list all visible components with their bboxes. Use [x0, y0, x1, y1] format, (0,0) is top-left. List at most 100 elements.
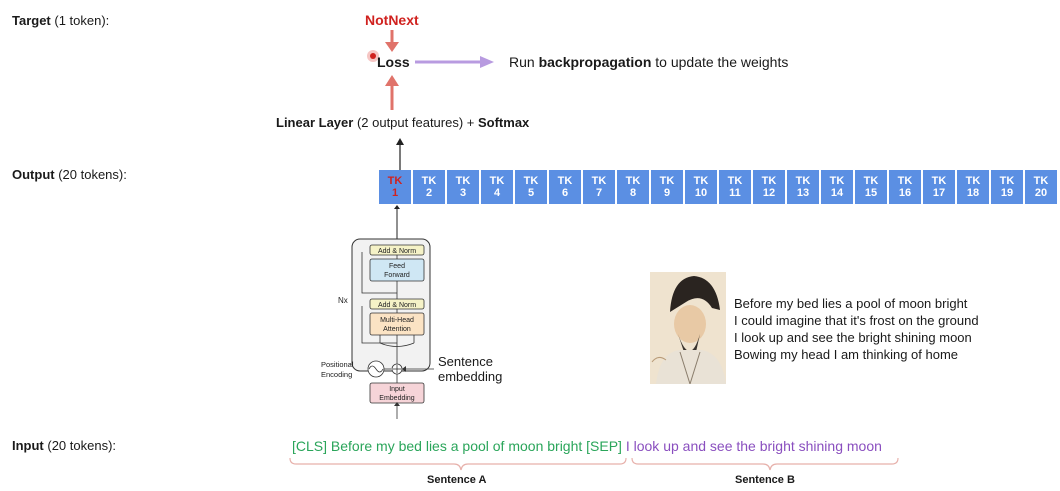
pos-label-1: Positional [321, 360, 354, 369]
output-token-prefix: TK [795, 175, 811, 187]
sentence-a-label: Sentence A [427, 474, 487, 486]
output-token-prefix: TK [387, 175, 403, 187]
poem-line: I look up and see the bright shining moo… [734, 330, 972, 345]
output-token-number: 13 [796, 187, 810, 199]
poem-line: Bowing my head I am thinking of home [734, 347, 959, 362]
input-sentence: [CLS] Before my bed lies a pool of moon … [292, 438, 882, 454]
loss-label: Loss [377, 54, 410, 70]
linear-to-loss-arrowhead [385, 75, 399, 86]
backprop-text: Run backpropagation to update the weight… [509, 54, 789, 70]
output-token-prefix: TK [761, 175, 777, 187]
output-token-prefix: TK [999, 175, 1015, 187]
ff-label-2: Forward [384, 272, 410, 279]
poem-block: Before my bed lies a pool of moon bright… [734, 295, 979, 363]
output-token-number: 20 [1034, 187, 1048, 199]
output-token-prefix: TK [897, 175, 913, 187]
output-token-prefix: TK [965, 175, 981, 187]
target-row-label: Target (1 token): [12, 13, 110, 28]
output-token-prefix: TK [489, 175, 505, 187]
residual-attn [361, 306, 397, 344]
poem-line: Before my bed lies a pool of moon bright [734, 296, 968, 311]
output-token-prefix: TK [693, 175, 709, 187]
output-token-prefix: TK [523, 175, 539, 187]
output-token-prefix: TK [659, 175, 675, 187]
residual-ff [361, 252, 397, 294]
output-token-prefix: TK [829, 175, 845, 187]
output-token-number: 2 [425, 187, 433, 199]
output-token-number: 3 [459, 187, 467, 199]
pos-label-2: Encoding [321, 370, 352, 379]
output-token-number: 16 [898, 187, 912, 199]
output-token-prefix: TK [625, 175, 641, 187]
output-token-number: 18 [966, 187, 980, 199]
output-token-number: 10 [694, 187, 708, 199]
output-token-prefix: TK [863, 175, 879, 187]
output-token-number: 15 [864, 187, 878, 199]
output-token-prefix: TK [455, 175, 471, 187]
sentence-braces [289, 457, 899, 471]
output-to-linear-arrow [396, 138, 404, 170]
loss-to-backprop-arrowhead [480, 56, 494, 68]
loss-arrows [367, 30, 494, 110]
output-token-prefix: TK [557, 175, 573, 187]
sentence-b-text: I look up and see the bright shining moo… [621, 438, 882, 454]
target-to-loss-arrowhead [385, 42, 399, 52]
emb-label-2: Embedding [379, 395, 415, 402]
output-token-number: 14 [830, 187, 844, 199]
output-token-number: 11 [729, 187, 741, 199]
input-row-label: Input (20 tokens): [12, 438, 117, 453]
poet-portrait [650, 272, 726, 384]
linear-layer-text: Linear Layer (2 output features) + Softm… [276, 115, 530, 130]
output-token-number: 8 [629, 187, 637, 199]
output-token-number: 1 [391, 187, 399, 199]
add-norm-top-label: Add & Norm [378, 248, 416, 255]
add-norm-bottom-label: Add & Norm [378, 302, 416, 309]
transformer-diagram: Add & Norm Feed Forward Add & Norm Multi… [321, 205, 434, 419]
output-token-number: 5 [527, 187, 535, 199]
mha-label-2: Attention [383, 326, 411, 333]
sentence-b-brace [631, 457, 899, 471]
output-token-prefix: TK [931, 175, 947, 187]
emb-label-1: Input [389, 386, 405, 393]
mha-label-1: Multi-Head [380, 317, 414, 324]
output-token-prefix: TK [591, 175, 607, 187]
output-row-label: Output (20 tokens): [12, 167, 127, 182]
output-token-number: 4 [493, 187, 501, 199]
output-token-prefix: TK [727, 175, 743, 187]
output-token-number: 17 [932, 187, 946, 199]
sentence-embedding-label: Sentence embedding [438, 354, 503, 384]
sentence-a-brace [289, 457, 627, 471]
output-token-prefix: TK [1033, 175, 1049, 187]
target-label: NotNext [365, 12, 419, 28]
poem-line: I could imagine that it's frost on the g… [734, 313, 979, 328]
output-token-number: 12 [762, 187, 776, 199]
output-token-prefix: TK [421, 175, 437, 187]
output-token-number: 9 [663, 187, 671, 199]
output-token-number: 6 [561, 187, 569, 199]
sentence-b-label: Sentence B [735, 474, 795, 486]
ff-label-1: Feed [389, 263, 405, 270]
sentence-a-text: [CLS] Before my bed lies a pool of moon … [292, 438, 622, 454]
cursor-dot [370, 53, 376, 59]
output-token-number: 19 [1000, 187, 1014, 199]
